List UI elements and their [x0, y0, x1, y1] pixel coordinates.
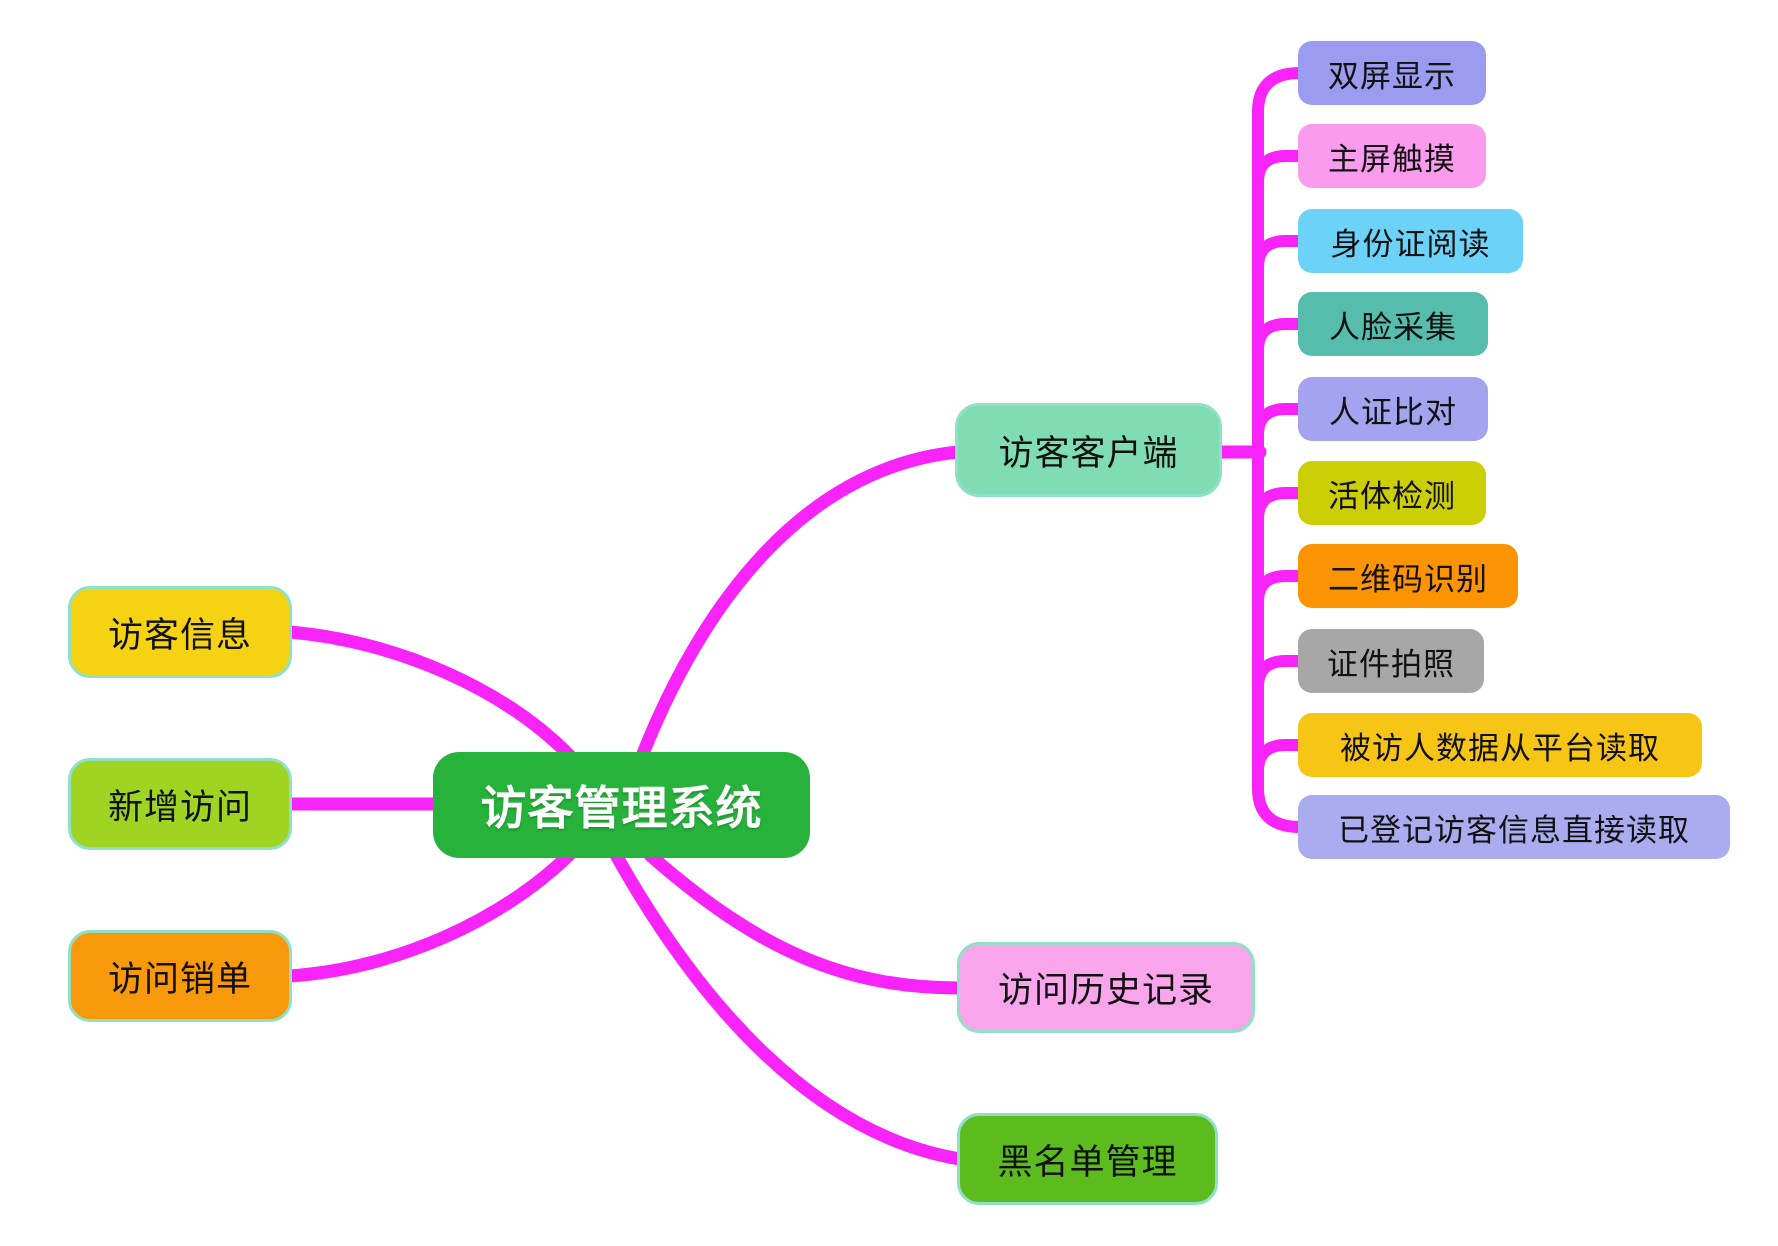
connector-stub-8 — [1252, 739, 1306, 777]
child-node-visitee-data-from-platform[interactable]: 被访人数据从平台读取 — [1298, 713, 1702, 777]
child-node-liveness-detection[interactable]: 活体检测 — [1298, 461, 1486, 525]
branch-node-visit-cancel[interactable]: 访问销单 — [68, 930, 292, 1022]
child-node-main-screen-touch[interactable]: 主屏触摸 — [1298, 124, 1486, 188]
connector-history — [643, 848, 967, 995]
child-node-qr-code-recognition[interactable]: 二维码识别 — [1298, 544, 1518, 608]
connector-stub-5 — [1252, 487, 1306, 525]
branch-node-new-visit[interactable]: 新增访问 — [68, 758, 292, 850]
connector-stub-7 — [1252, 655, 1306, 693]
child-node-document-photo[interactable]: 证件拍照 — [1298, 629, 1484, 693]
connector-blacklist — [609, 848, 967, 1166]
connector-spine — [1252, 67, 1306, 833]
branch-node-blacklist-management[interactable]: 黑名单管理 — [957, 1113, 1218, 1205]
child-node-face-id-comparison[interactable]: 人证比对 — [1298, 377, 1488, 441]
connector-stub-1 — [1252, 150, 1306, 188]
branch-node-visitor-client[interactable]: 访客客户端 — [955, 403, 1222, 497]
child-node-registered-visitor-direct-read[interactable]: 已登记访客信息直接读取 — [1298, 795, 1730, 859]
connector-client — [635, 445, 965, 763]
child-node-face-capture[interactable]: 人脸采集 — [1298, 292, 1488, 356]
connector-stub-2 — [1252, 235, 1306, 273]
branch-node-visit-history[interactable]: 访问历史记录 — [957, 942, 1255, 1033]
root-node-visitor-management-system[interactable]: 访客管理系统 — [433, 752, 810, 858]
connector-visit-cancel — [283, 847, 577, 983]
connector-stub-6 — [1252, 570, 1306, 608]
connector-stub-3 — [1252, 318, 1306, 356]
connector-visitor-info — [283, 625, 577, 763]
connector-stub-4 — [1252, 403, 1306, 441]
child-node-dual-screen-display[interactable]: 双屏显示 — [1298, 41, 1486, 105]
child-node-id-card-reading[interactable]: 身份证阅读 — [1298, 209, 1523, 273]
branch-node-visitor-info[interactable]: 访客信息 — [68, 586, 292, 678]
